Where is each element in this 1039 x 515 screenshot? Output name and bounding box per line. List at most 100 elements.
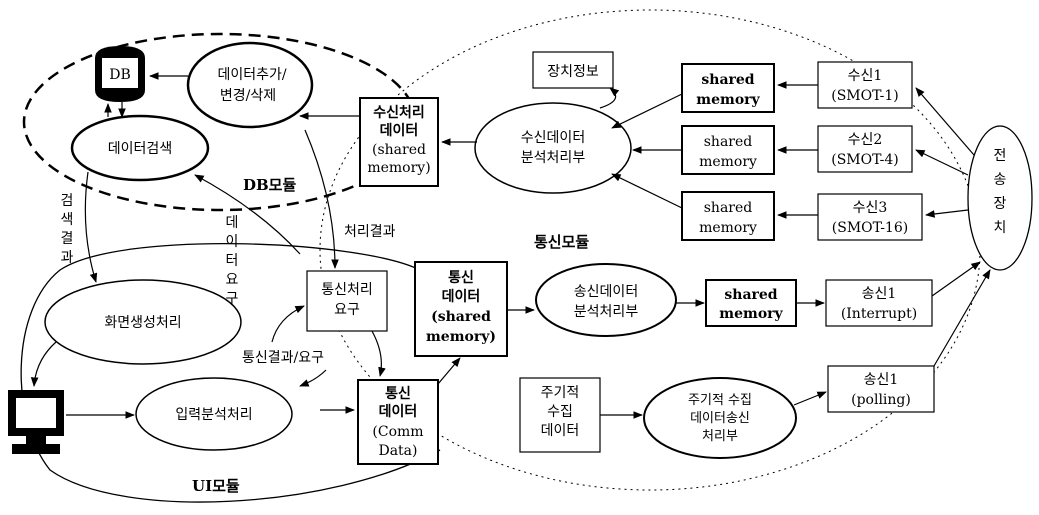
- svg-text:shared: shared: [704, 200, 753, 216]
- arrow-polling-to-tx: [933, 269, 991, 367]
- svg-text:수신2: 수신2: [848, 132, 883, 148]
- svg-text:수신3: 수신3: [853, 200, 888, 216]
- svg-text:(shared: (shared: [431, 309, 491, 325]
- recv1-node: 수신1 (SMOT-1): [817, 61, 913, 109]
- arrow-periodicsend-to-polling: [793, 391, 827, 406]
- data-request-char: 이: [226, 234, 239, 250]
- svg-text:데이터: 데이터: [380, 122, 419, 139]
- svg-text:분석처리부: 분석처리부: [574, 304, 639, 320]
- recv-analysis-node: 수신데이터 분석처리부: [474, 102, 632, 194]
- svg-text:데이터송신: 데이터송신: [690, 411, 750, 426]
- arrow-analysis-to-deviceinfo: [599, 87, 620, 109]
- send1-interrupt-node: 송신1 (Interrupt): [825, 279, 933, 327]
- svg-text:shared: shared: [701, 72, 754, 88]
- db-label: DB: [109, 67, 131, 83]
- svg-text:송신1: 송신1: [862, 286, 897, 302]
- data-request-char: 구: [226, 291, 239, 307]
- arrow-shm1-to-analysis: [611, 93, 683, 129]
- svg-text:송신1: 송신1: [864, 372, 899, 388]
- svg-text:Data): Data): [378, 443, 417, 459]
- process-result-label: 처리결과: [344, 224, 396, 240]
- svg-text:memory: memory: [719, 306, 783, 322]
- svg-text:송신데이터: 송신데이터: [574, 284, 638, 300]
- svg-text:장치정보: 장치정보: [547, 64, 599, 80]
- comm-request-node: 통신처리 요구: [306, 270, 388, 332]
- ui-module-label: UI모듈: [192, 477, 240, 495]
- search-result-char: 결: [61, 231, 74, 247]
- recv2-node: 수신2 (SMOT-4): [817, 125, 913, 173]
- svg-text:주기적: 주기적: [541, 385, 580, 401]
- svg-text:입력분석처리: 입력분석처리: [175, 407, 252, 423]
- svg-text:(Comm: (Comm: [372, 424, 423, 440]
- screen-gen-node: 화면생성처리: [44, 279, 242, 365]
- svg-text:변경/삭제: 변경/삭제: [220, 88, 276, 104]
- svg-text:수신데이터: 수신데이터: [521, 130, 585, 146]
- data-request-char: 터: [226, 253, 239, 269]
- search-result-char: 검: [61, 193, 74, 209]
- svg-text:(SMOT-1): (SMOT-1): [831, 88, 899, 104]
- arrow-screen-to-monitor: [30, 341, 57, 387]
- transmitter-char: 치: [994, 220, 1007, 236]
- svg-text:수신1: 수신1: [848, 68, 883, 84]
- shared-memory-2: shared memory: [681, 125, 775, 175]
- svg-text:데이터추가/: 데이터추가/: [217, 67, 286, 83]
- recv3-node: 수신3 (SMOT-16): [817, 193, 923, 241]
- arrow-recvdata-to-commreq: [304, 129, 339, 269]
- arrow-label-to-input: [299, 369, 327, 387]
- data-search-node: 데이터검색: [70, 114, 210, 182]
- db-module-label: DB모듈: [243, 176, 296, 194]
- arrow-send1int-to-tx: [931, 261, 981, 297]
- comm-result-request-label: 통신결과/요구: [242, 350, 324, 366]
- arrow-tx-to-recv3: [925, 209, 969, 218]
- recv-proc-data-node: 수신처리 데이터 (shared memory): [359, 97, 439, 187]
- comm-module-label: 통신모듈: [534, 233, 589, 251]
- send-analysis-node: 송신데이터 분석처리부: [535, 263, 677, 337]
- device-info-node: 장치정보: [532, 51, 614, 89]
- svg-text:데이터: 데이터: [541, 423, 580, 439]
- arrow-uicommdata-to-commdata: [437, 357, 461, 385]
- computer-monitor-icon: [8, 390, 64, 454]
- svg-text:통신: 통신: [385, 386, 411, 402]
- svg-text:데이터검색: 데이터검색: [108, 141, 172, 157]
- transmitter-char: 장: [994, 196, 1007, 212]
- svg-text:memory): memory): [426, 329, 496, 345]
- svg-text:통신: 통신: [448, 270, 474, 286]
- svg-text:데이터: 데이터: [442, 288, 481, 305]
- shared-memory-1: shared memory: [681, 63, 775, 113]
- arrow-commreq-to-uicommdata: [371, 330, 386, 377]
- arrow-shm3-to-analysis: [611, 173, 683, 209]
- comm-data-node: 통신 데이터 (shared memory): [414, 261, 508, 357]
- data-request-char: 요: [226, 272, 239, 288]
- arrow-label-to-commreq: [271, 305, 305, 343]
- svg-text:분석처리부: 분석처리부: [521, 150, 586, 166]
- shared-memory-4: shared memory: [705, 279, 797, 327]
- svg-text:(SMOT-4): (SMOT-4): [831, 152, 899, 168]
- data-edit-node: 데이터추가/ 변경/삭제: [186, 41, 314, 129]
- arrow-tx-to-recv2: [915, 149, 969, 176]
- ui-module-boundary: [20, 242, 441, 503]
- svg-text:(polling): (polling): [851, 392, 911, 408]
- svg-text:shared: shared: [704, 134, 753, 150]
- svg-text:요구: 요구: [334, 302, 360, 318]
- svg-text:memory: memory: [696, 92, 760, 108]
- arrow-commreq-to-search: [194, 174, 301, 255]
- periodic-send-node: 주기적 수집 데이터송신 처리부: [643, 377, 797, 459]
- shared-memory-3: shared memory: [681, 191, 775, 241]
- transmitter-char: 송: [994, 172, 1007, 188]
- svg-text:(Interrupt): (Interrupt): [841, 306, 917, 322]
- svg-text:memory: memory: [699, 220, 757, 236]
- search-result-char: 과: [61, 250, 74, 266]
- svg-text:데이터: 데이터: [379, 403, 418, 420]
- ui-comm-data-node: 통신 데이터 (Comm Data): [357, 379, 439, 465]
- arrow-search-to-screen: [84, 171, 98, 283]
- transmitter-char: 전: [994, 148, 1007, 164]
- data-request-char: 데: [226, 215, 239, 231]
- search-result-char: 색: [61, 212, 74, 228]
- svg-text:주기적 수집: 주기적 수집: [688, 393, 752, 408]
- svg-text:memory): memory): [367, 160, 430, 176]
